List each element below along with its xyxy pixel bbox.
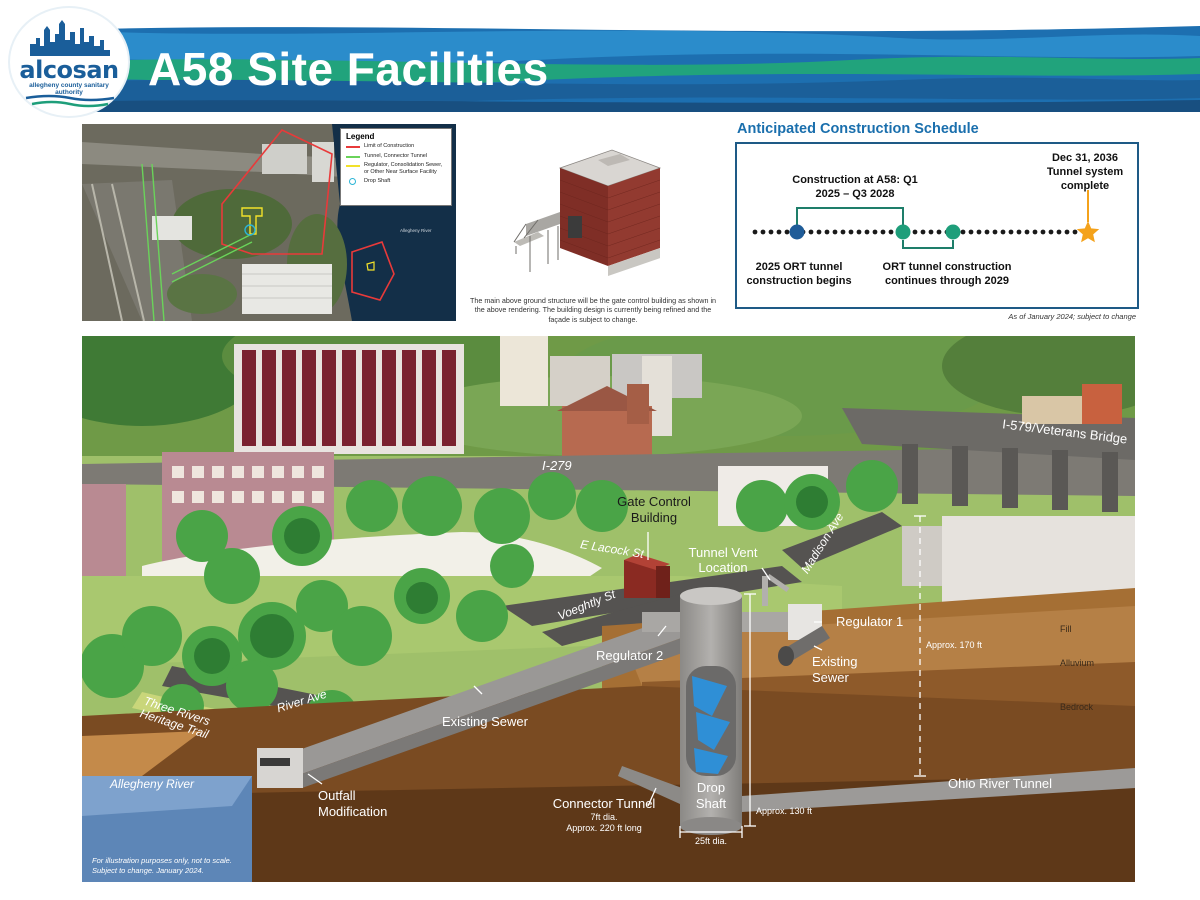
timeline-dot <box>968 229 974 235</box>
page-header: alcosan allegheny county sanitary author… <box>0 0 1200 116</box>
timeline-dot <box>960 229 966 235</box>
timeline-dot <box>768 229 774 235</box>
milestone-continue-label: ORT tunnel construction continues throug… <box>882 261 1012 287</box>
timeline-dot <box>840 229 846 235</box>
timeline-dot <box>928 229 934 235</box>
timeline-graphic <box>752 190 1100 249</box>
header-wave-banner <box>0 0 1200 115</box>
timeline-dot <box>752 229 758 235</box>
legend-circle-icon <box>349 178 356 186</box>
timeline-dot <box>1016 229 1022 235</box>
timeline-dot <box>992 229 998 235</box>
label-shaft-diameter: 25ft dia. <box>694 836 728 846</box>
map-legend: Legend Limit of Construction Tunnel, Con… <box>340 128 452 206</box>
timeline-dot <box>808 229 814 235</box>
schedule-title: Anticipated Construction Schedule <box>737 121 979 137</box>
label-approx-130: Approx. 130 ft <box>756 806 813 816</box>
timeline-dot <box>832 229 838 235</box>
timeline-dot <box>776 229 782 235</box>
skyline-logo-icon <box>30 20 110 56</box>
milestone-2025-marker <box>789 224 805 240</box>
logo-water-icon <box>25 94 115 108</box>
legend-yellow-line-icon <box>346 165 360 168</box>
timeline-dot <box>1072 229 1078 235</box>
timeline-dot <box>872 229 878 235</box>
timeline-dot <box>984 229 990 235</box>
milestone-complete-label: Dec 31, 2036 Tunnel system complete <box>1046 152 1124 192</box>
label-approx-170: Approx. 170 ft <box>926 640 983 650</box>
timeline-dot <box>816 229 822 235</box>
schedule-timeline: Construction at A58: Q1 2025 – Q3 2028 2… <box>735 142 1139 309</box>
timeline-dot <box>1024 229 1030 235</box>
timeline-dot <box>888 229 894 235</box>
label-connector-length: Approx. 220 ft long <box>566 823 642 833</box>
timeline-dot <box>976 229 982 235</box>
timeline-dot <box>848 229 854 235</box>
label-tunnel-vent: Tunnel Vent Location <box>688 545 758 575</box>
legend-item-regulator: Regulator, Consolidation Sewer, or Other… <box>346 162 446 175</box>
page-title: A58 Site Facilities <box>148 43 549 95</box>
milestone-2029-marker <box>945 224 961 240</box>
legend-item-tunnel: Tunnel, Connector Tunnel <box>346 153 446 160</box>
timeline-dot <box>1048 229 1054 235</box>
label-existing-sewer-right: Existing Sewer <box>812 654 858 685</box>
gate-control-building-rendering <box>508 124 686 290</box>
timeline-dot <box>1056 229 1062 235</box>
timeline-dot <box>864 229 870 235</box>
timeline-dot <box>824 229 830 235</box>
timeline-dot <box>1064 229 1070 235</box>
timeline-dot <box>1000 229 1006 235</box>
label-outfall-modification: Outfall Modification <box>318 788 388 820</box>
label-connector-diameter: 7ft dia. <box>590 812 618 822</box>
legend-title: Legend <box>346 132 375 141</box>
label-ohio-river-tunnel: Ohio River Tunnel <box>948 776 1053 791</box>
legend-red-line-icon <box>346 146 360 148</box>
legend-item-drop-shaft: Drop Shaft <box>346 178 446 186</box>
timeline-dot <box>1032 229 1038 235</box>
label-regulator-2: Regulator 2 <box>596 648 664 663</box>
timeline-dot <box>912 229 918 235</box>
label-gate-control-building: Gate Control Building <box>617 494 691 526</box>
building-caption: The main above ground structure will be … <box>469 296 717 324</box>
milestone-2028-marker <box>895 224 911 240</box>
logo-subtitle: allegheny county sanitary authority <box>29 82 109 96</box>
timeline-dot <box>1040 229 1046 235</box>
timeline-dot <box>880 229 886 235</box>
map-river-label: Allegheny River <box>400 228 432 233</box>
building-render-image <box>508 124 686 290</box>
star-icon <box>1076 221 1100 243</box>
timeline-dot <box>936 229 942 235</box>
disclaimer-note: For illustration purposes only, not to s… <box>92 856 232 875</box>
site-cross-section-illustration: I-579/Veterans Bridge I-279 Gate Control… <box>82 336 1135 882</box>
scene-graphic <box>82 336 1135 882</box>
label-bedrock: Bedrock <box>1060 702 1094 712</box>
timeline-dot <box>1008 229 1014 235</box>
logo-wordmark: alcosan <box>19 56 119 84</box>
timeline-dot <box>856 229 862 235</box>
label-fill: Fill <box>1060 624 1072 634</box>
label-connector-tunnel: Connector Tunnel <box>552 796 656 811</box>
aerial-site-map: Allegheny River Legend Limit of Construc… <box>82 124 456 321</box>
label-alluvium: Alluvium <box>1060 658 1095 668</box>
timeline-dot <box>760 229 766 235</box>
milestone-2025-label: 2025 ORT tunnel construction begins <box>746 261 852 287</box>
label-i279: I-279 <box>542 458 572 473</box>
timeline-dot <box>920 229 926 235</box>
legend-item-limit: Limit of Construction <box>346 143 446 150</box>
label-regulator-1: Regulator 1 <box>836 614 904 629</box>
label-existing-sewer-main: Existing Sewer <box>442 714 528 729</box>
milestone-a58-label: Construction at A58: Q1 2025 – Q3 2028 <box>792 174 918 200</box>
label-drop-shaft: Drop Shaft <box>695 780 727 812</box>
timeline-dot <box>784 229 790 235</box>
label-allegheny-river: Allegheny River <box>110 777 195 791</box>
schedule-note: As of January 2024; subject to change <box>1008 312 1136 321</box>
legend-green-line-icon <box>346 155 360 158</box>
